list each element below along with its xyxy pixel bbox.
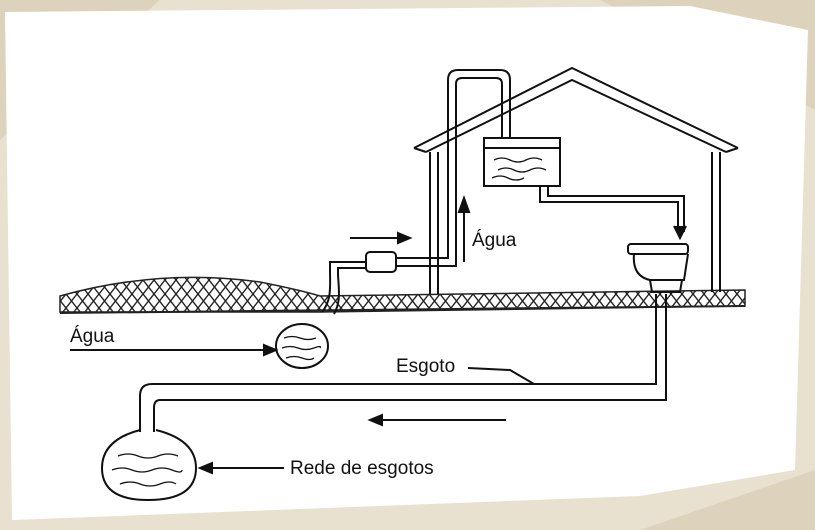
label-sewage: Esgoto (396, 356, 455, 377)
tank-to-toilet-pipe (539, 186, 687, 241)
water-flow-right-arrow (350, 231, 413, 245)
toilet (627, 243, 689, 293)
water-up-arrow (457, 195, 471, 262)
sewage-flow-arrow (367, 413, 506, 427)
water-meter (365, 251, 397, 273)
label-water-up: Água (472, 230, 517, 251)
water-tank (483, 137, 561, 187)
paper-sheet (5, 6, 808, 520)
label-water-entry: Água (70, 326, 115, 347)
label-sewer-network: Rede de esgotos (290, 458, 434, 479)
ground (59, 276, 746, 314)
arrows (70, 195, 535, 475)
water-pipe (321, 69, 511, 315)
sewage-pipe (139, 294, 667, 432)
sewer-network-tank (100, 429, 198, 502)
sewage-pointer-arrow (467, 367, 535, 385)
sewer-network-pointer-arrow (197, 461, 284, 475)
water-entry-arrow (70, 343, 279, 357)
house (413, 66, 739, 294)
water-cistern (275, 323, 329, 369)
